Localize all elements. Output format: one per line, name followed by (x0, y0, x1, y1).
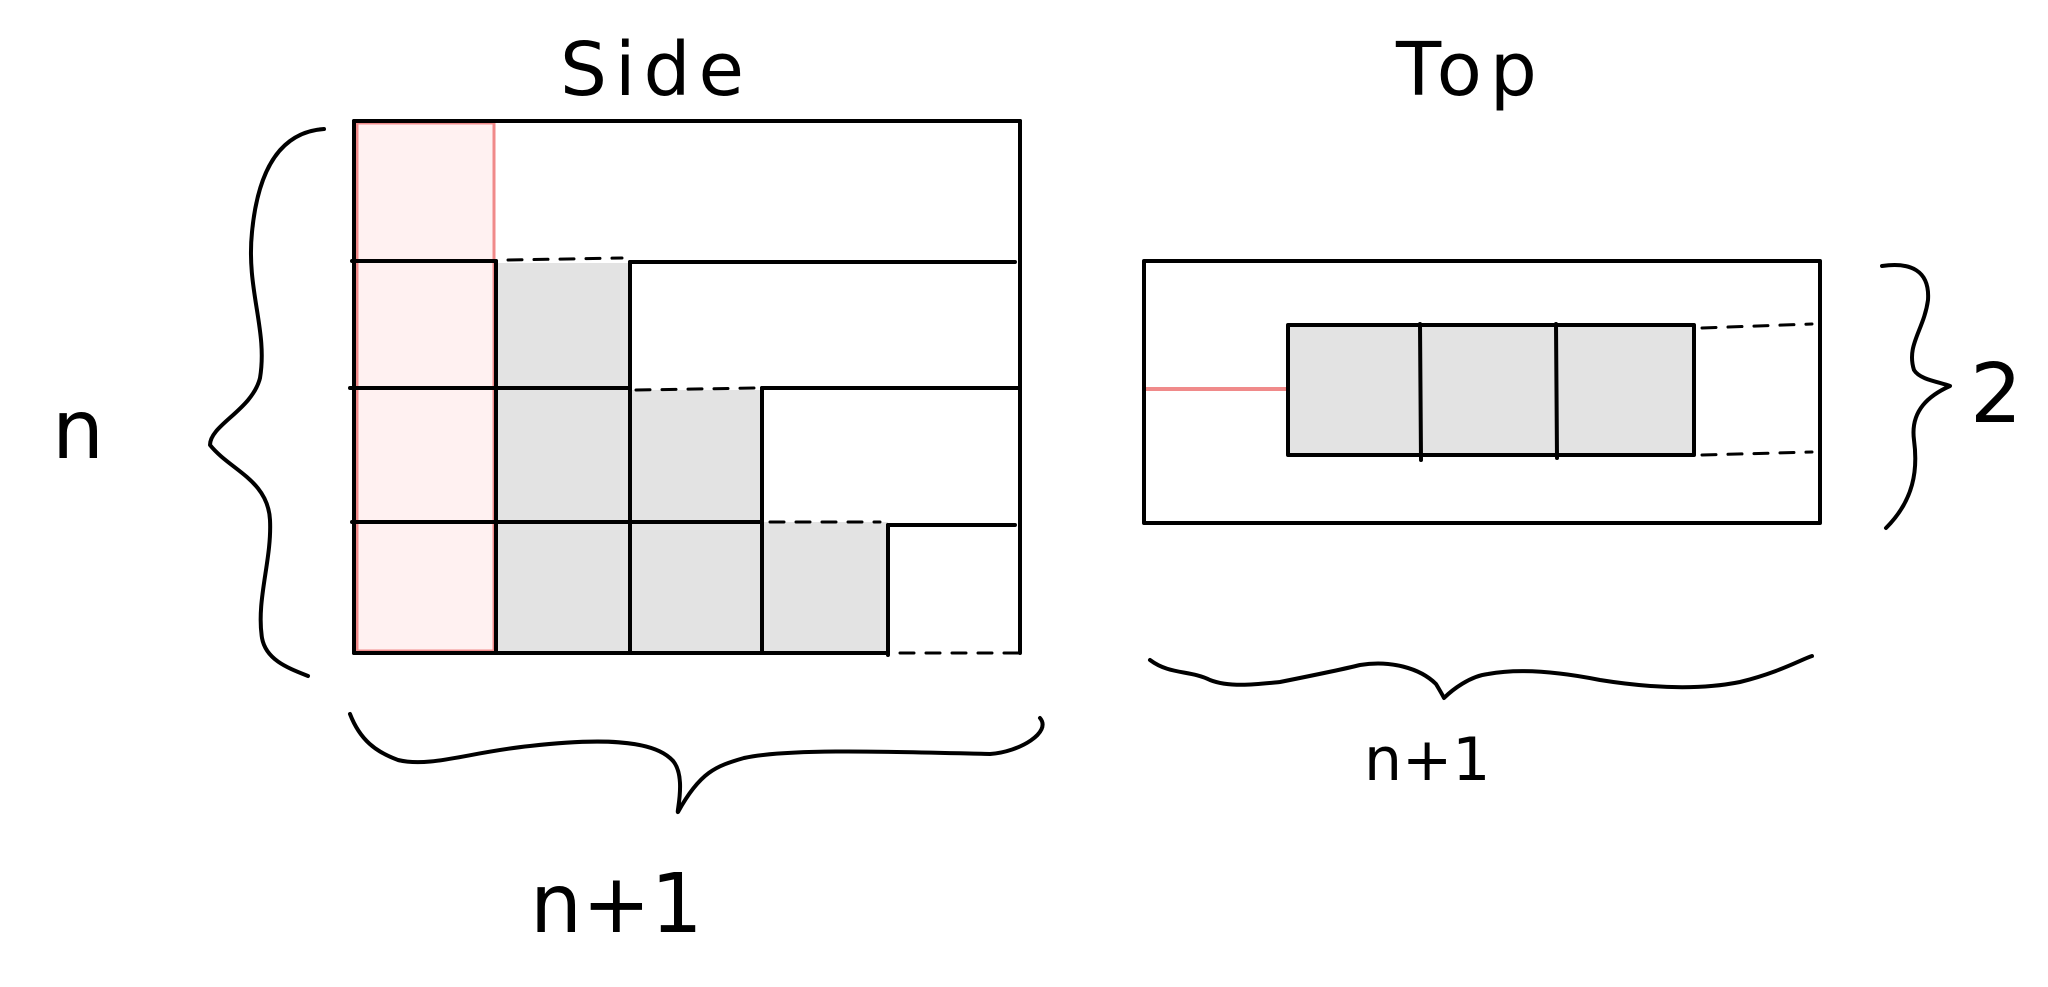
side-title: Side (560, 27, 752, 113)
top-outer-rect (1142, 259, 1822, 525)
top-width-brace (1148, 654, 1814, 700)
top-title: Top (1395, 27, 1545, 113)
top-block-divider-1 (1418, 322, 1423, 462)
side-height-brace (208, 127, 326, 678)
side-view: Side n n+1 (52, 27, 1045, 952)
side-row-dashed-1 (506, 256, 624, 262)
top-grey-blocks (1288, 325, 1694, 455)
top-dashed-upper (1700, 322, 1814, 330)
side-width-label: n+1 (530, 857, 703, 952)
top-view: Top 2 n+1 (1142, 27, 2022, 795)
side-row-dashed-2 (634, 386, 758, 392)
top-dashed-lower (1700, 450, 1814, 457)
side-grey-col-2 (497, 263, 631, 653)
top-inner-rect (1286, 323, 1696, 457)
top-block-divider-2 (1554, 322, 1559, 460)
top-width-label: n+1 (1364, 725, 1490, 795)
side-width-brace (348, 712, 1045, 815)
side-height-label: n (52, 383, 104, 478)
side-grey-col-4 (762, 522, 888, 653)
top-depth-label: 2 (1970, 347, 2022, 442)
top-depth-brace (1880, 263, 1952, 530)
